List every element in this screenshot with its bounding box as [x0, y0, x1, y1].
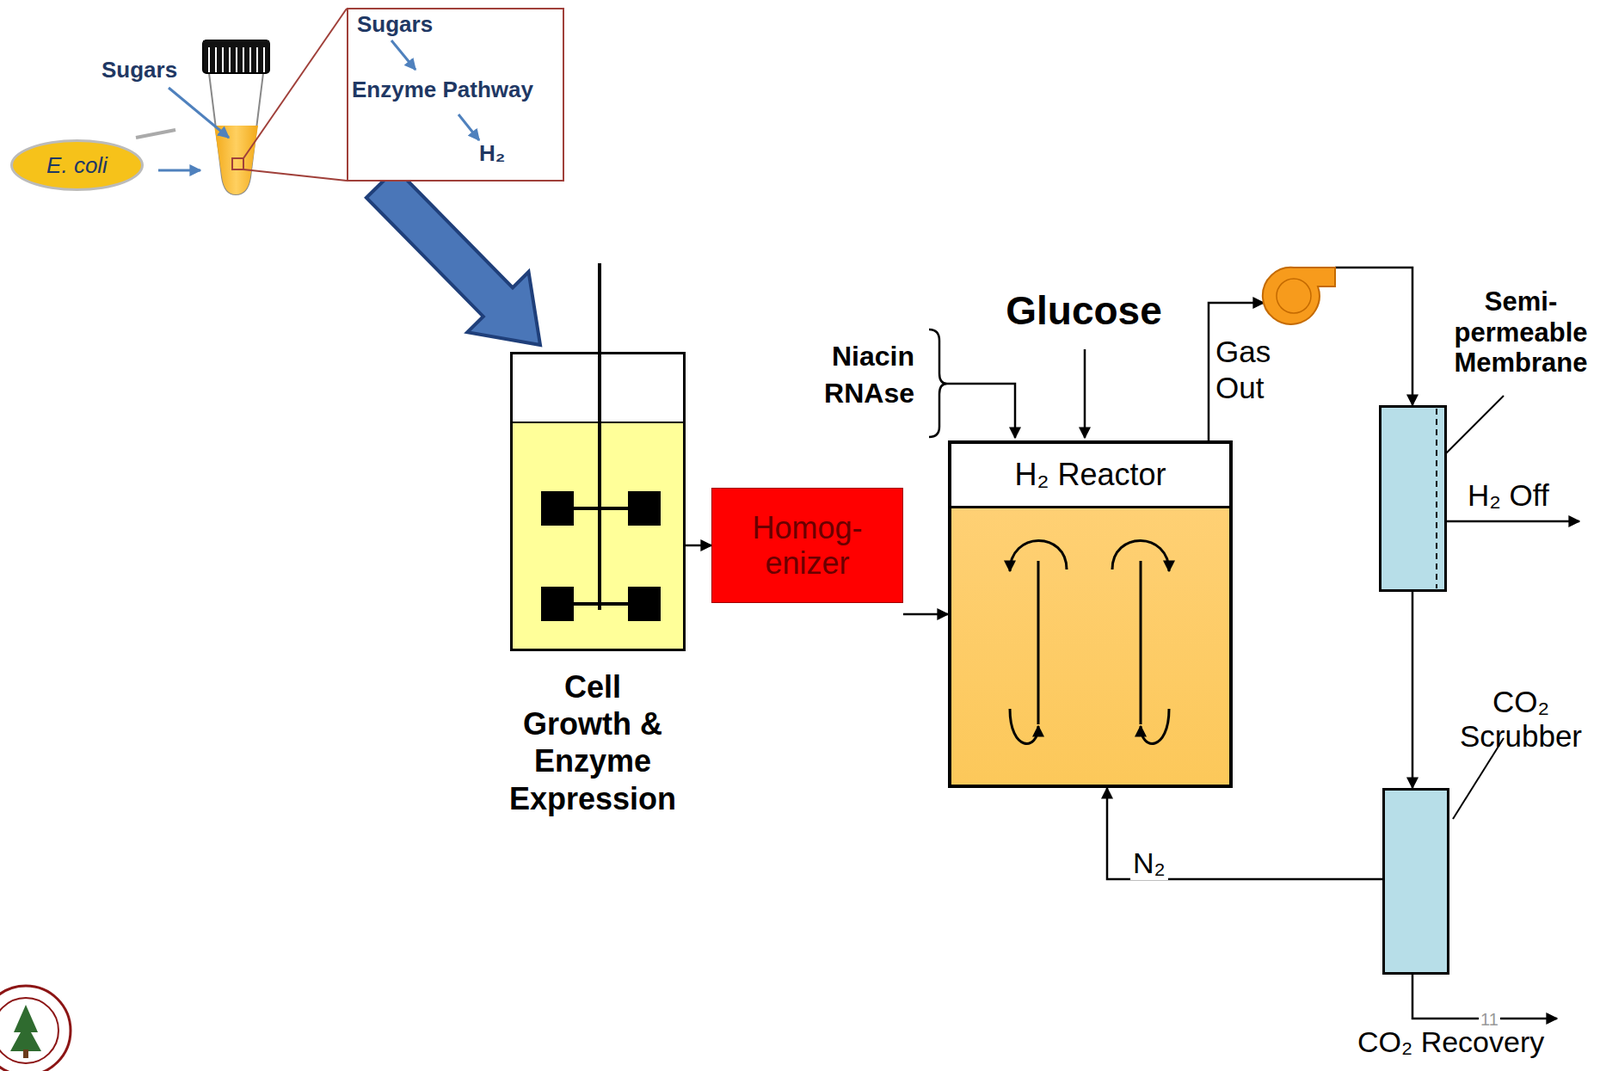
- annotation-label: Sugars: [101, 56, 178, 84]
- edge-label: N₂: [1130, 846, 1169, 880]
- node-text: E. coli: [46, 152, 108, 179]
- glucose-arrow: [1083, 349, 1087, 438]
- reactor-vessel: H₂ Reactor: [947, 440, 1233, 788]
- culture-tube: [203, 8, 347, 195]
- university-seal: [0, 985, 71, 1071]
- annotation-label: CO₂ Recovery: [1357, 1025, 1545, 1059]
- annotation-label: 11: [1478, 1009, 1501, 1030]
- h2-off-arrow: [1446, 520, 1580, 524]
- node-text: Cell Growth & Enzyme Expression: [506, 668, 679, 818]
- pump: [1262, 267, 1336, 325]
- node-text: H₂ Reactor: [951, 443, 1230, 506]
- flow-connector: [1107, 787, 1383, 880]
- sugars-arrow: [168, 87, 229, 138]
- flow-connector: [366, 168, 541, 345]
- organism-ellipse: E. coli: [10, 139, 144, 191]
- flow-connector: [903, 614, 948, 616]
- inoculate-arrow: [158, 169, 201, 173]
- pathway-inset: SugarsEnzyme PathwayH₂: [346, 7, 565, 182]
- flow-connector: [685, 545, 712, 547]
- homogenizer-box: Homog- enizer: [711, 487, 904, 604]
- membrane-unit: Semi- permeable Membrane: [1378, 405, 1447, 592]
- flow-connector: [1412, 591, 1414, 788]
- annotation-label: Glucose: [989, 287, 1179, 334]
- annotation-label: H₂ Off: [1467, 478, 1550, 513]
- annotation-label: Gas Out: [1215, 333, 1271, 407]
- scrubber-unit: CO₂ Scrubber: [1382, 787, 1450, 975]
- annotation-label: Niacin: [808, 340, 915, 373]
- node-text: Sugars: [356, 11, 433, 38]
- brace: [929, 329, 948, 437]
- additive-arrow: [947, 383, 1016, 438]
- fermenter-tank: Cell Growth & Enzyme Expression: [510, 351, 686, 652]
- leader-line: [1440, 395, 1504, 460]
- node-text: CO₂ Scrubber: [1443, 684, 1599, 755]
- node-text: Enzyme Pathway: [351, 76, 534, 104]
- node-text: Semi- permeable Membrane: [1443, 286, 1599, 379]
- annotation-label: RNAse: [808, 377, 915, 410]
- node-text: H₂: [479, 140, 505, 167]
- node-text: Homog- enizer: [751, 510, 862, 582]
- loop-handle: [135, 129, 176, 138]
